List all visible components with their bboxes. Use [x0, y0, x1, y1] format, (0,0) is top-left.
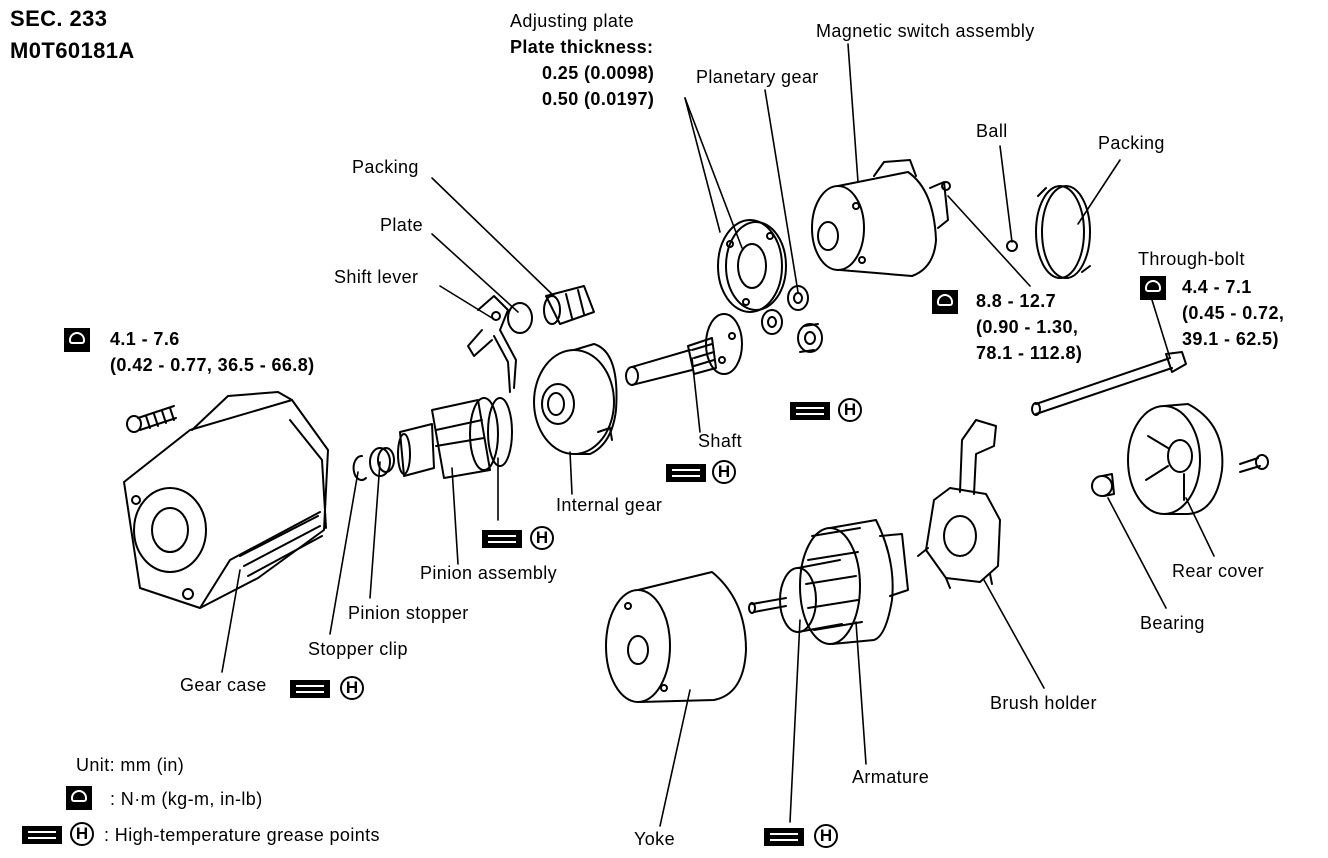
internal-gear-drawing	[533, 343, 618, 455]
ball-drawing	[1006, 240, 1018, 252]
plate-thickness-value-1: 0.25 (0.0098)	[542, 63, 655, 83]
packing-right-drawing	[1035, 185, 1091, 279]
rear-cover-label: Rear cover	[1172, 561, 1265, 581]
planetary-gears-drawing	[761, 285, 823, 353]
grease-h-symbol: H	[530, 526, 554, 550]
packing-left-drawing	[543, 285, 595, 325]
brush-holder-drawing	[917, 419, 1001, 589]
pinion-stopper-label: Pinion stopper	[348, 603, 469, 623]
torque-wrench-icon	[1140, 276, 1166, 300]
figure-code: M0T60181A	[10, 38, 135, 63]
grease-icon	[290, 680, 330, 698]
gear-case-drawing	[123, 391, 329, 609]
packing-right-label: Packing	[1098, 133, 1165, 153]
shaft-label: Shaft	[698, 431, 743, 451]
through-bolt-torque-line3: 39.1 - 62.5)	[1182, 329, 1279, 349]
plate-label: Plate	[380, 215, 424, 235]
shift-lever-label: Shift lever	[334, 267, 419, 287]
through-bolt-label: Through-bolt	[1138, 249, 1245, 269]
brush-holder-label: Brush holder	[990, 693, 1097, 713]
armature-drawing	[748, 519, 909, 645]
stopper-clip-drawing	[352, 455, 367, 481]
armature-label: Armature	[852, 767, 930, 787]
torque-wrench-icon	[66, 786, 92, 810]
grease-h-symbol: H	[712, 460, 736, 484]
magnetic-switch-torque-line2: (0.90 - 1.30,	[976, 317, 1079, 337]
magnetic-switch-torque-line3: 78.1 - 112.8)	[976, 343, 1083, 363]
legend-unit: Unit: mm (in)	[76, 755, 185, 775]
torque-wrench-icon	[932, 290, 958, 314]
bearing-label: Bearing	[1140, 613, 1205, 633]
yoke-drawing	[605, 571, 747, 703]
ball-label: Ball	[976, 121, 1008, 141]
gear-case-label: Gear case	[180, 675, 267, 695]
pinion-assembly-label: Pinion assembly	[420, 563, 558, 583]
adjusting-plate-label: Adjusting plate	[510, 11, 635, 31]
section-number: SEC. 233	[10, 6, 108, 31]
magnetic-switch-torque-line1: 8.8 - 12.7	[976, 291, 1057, 311]
through-bolt-torque-line2: (0.45 - 0.72,	[1182, 303, 1285, 323]
packing-left-label: Packing	[352, 157, 419, 177]
shift-lever-drawing	[467, 295, 517, 393]
gear-case-torque-line1: 4.1 - 7.6	[110, 329, 180, 349]
grease-h-symbol: H	[838, 398, 862, 422]
plate-drawing	[507, 302, 533, 334]
adjusting-plate-drawing	[717, 219, 787, 313]
grease-icon	[764, 828, 804, 846]
magnetic-switch-drawing	[811, 159, 951, 277]
leader-lines	[221, 43, 1215, 827]
plate-thickness-value-2: 0.50 (0.0197)	[542, 89, 655, 109]
grease-icon	[22, 826, 62, 844]
legend-torque-units: : N·m (kg-m, in-lb)	[110, 789, 263, 809]
gear-case-bolt-drawing	[126, 405, 177, 433]
magnetic-switch-label: Magnetic switch assembly	[816, 21, 1035, 41]
grease-h-symbol: H	[340, 676, 364, 700]
grease-icon	[482, 530, 522, 548]
yoke-label: Yoke	[634, 829, 675, 849]
stopper-clip-label: Stopper clip	[308, 639, 408, 659]
through-bolt-drawing	[1031, 351, 1187, 416]
grease-h-symbol: H	[70, 822, 94, 846]
pinion-stopper-drawing	[369, 447, 395, 477]
internal-gear-label: Internal gear	[556, 495, 663, 515]
through-bolt-torque-line1: 4.4 - 7.1	[1182, 277, 1252, 297]
pinion-assembly-drawing	[397, 397, 513, 479]
bearing-drawing	[1091, 473, 1115, 497]
torque-wrench-icon	[64, 328, 90, 352]
legend-grease-desc: : High-temperature grease points	[104, 825, 380, 845]
planetary-gear-label: Planetary gear	[696, 67, 819, 87]
shaft-drawing	[625, 313, 743, 386]
grease-icon	[790, 402, 830, 420]
plate-thickness-label: Plate thickness:	[510, 37, 654, 57]
grease-h-symbol: H	[814, 824, 838, 848]
rear-cover-drawing	[1127, 403, 1224, 515]
rear-screw-drawing	[1239, 454, 1269, 473]
gear-case-torque-line2: (0.42 - 0.77, 36.5 - 66.8)	[110, 355, 315, 375]
grease-icon	[666, 464, 706, 482]
